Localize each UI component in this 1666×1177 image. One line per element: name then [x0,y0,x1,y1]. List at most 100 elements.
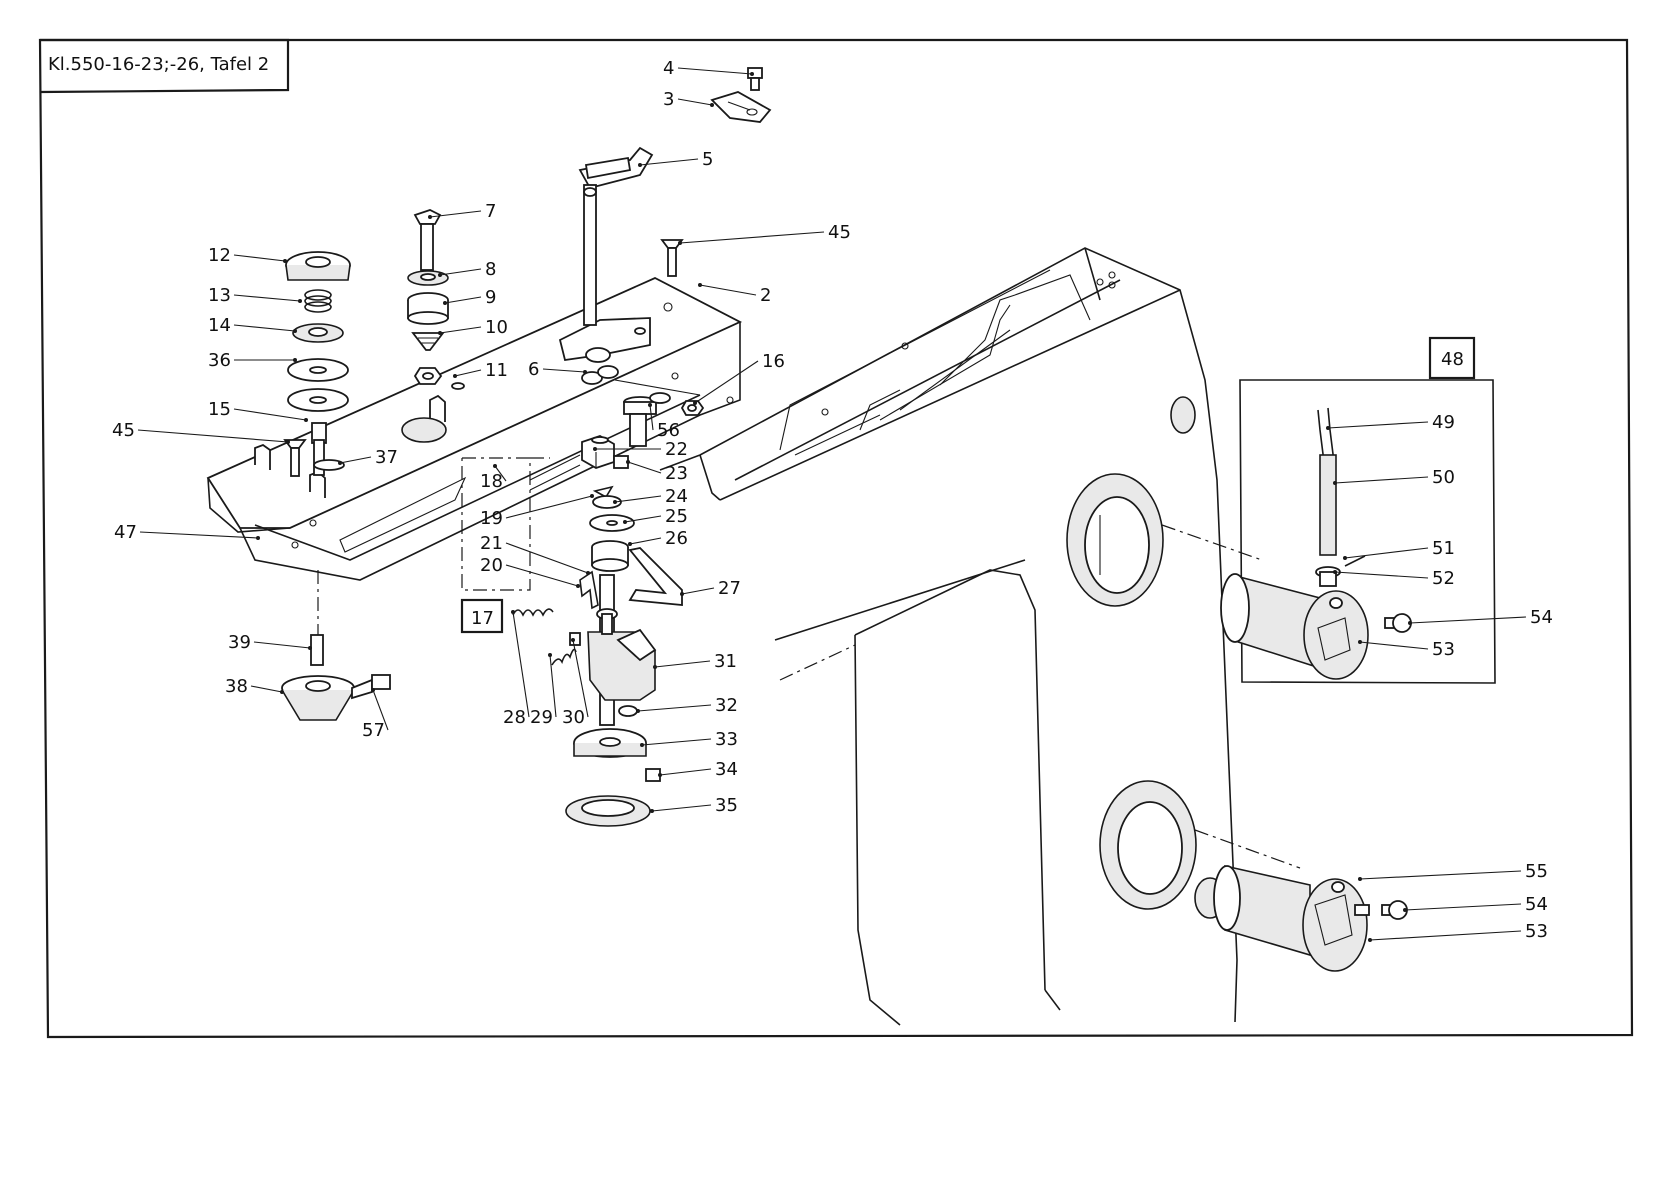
callout-c36: 36 [208,350,297,371]
part-number-label: 20 [480,555,503,576]
part-53-bobbin-lower [1213,865,1368,972]
part-number-label: 38 [225,676,248,697]
leader-line [339,456,372,464]
leader-arrow [438,273,442,277]
leader-line [439,268,482,276]
part-number-label: 52 [1432,568,1455,589]
callout-c11: 11 [453,360,508,381]
leader-arrow [571,638,575,642]
leader-arrow [640,743,644,747]
leader-line [679,231,825,244]
leader-line [549,654,557,718]
leader-arrow [626,460,630,464]
part-14-washer [292,323,344,343]
part-10-spring [411,332,445,351]
part-16-nut [680,400,705,416]
drawing-border [38,38,1634,1039]
leader-arrow [653,665,657,669]
part-24-ring [592,485,622,509]
part-6-nut [581,365,619,385]
part-number-label: 54 [1525,894,1548,915]
part-34-screw [645,768,661,782]
callout-c27: 27 [680,578,741,599]
leader-line [659,768,712,776]
leader-line [624,515,662,523]
callout-c13: 13 [208,285,302,306]
part-54-screw-upper [1384,613,1412,633]
callout-c16: 16 [693,351,785,405]
leader-arrow [636,709,640,713]
callout-c8: 8 [438,259,496,280]
leader-arrow [338,461,342,465]
callout-c21: 21 [480,533,590,575]
part-number-label: 47 [114,522,137,543]
part-26-bushing [591,540,629,572]
leader-line [572,639,589,718]
part-22-block [581,435,615,469]
leader-arrow [1408,621,1412,625]
leader-line [1327,421,1429,429]
part-number-label: 25 [665,506,688,527]
part-57-bolt [351,674,391,700]
leader-arrow [1358,877,1362,881]
leader-arrow [293,329,297,333]
callout-c45a: 45 [678,222,851,245]
part-31-hub [587,574,657,726]
callout-c37: 37 [338,447,398,468]
callout-c22: 22 [593,439,688,460]
callout-c35: 35 [650,795,738,816]
callout-c7: 7 [428,201,496,222]
callout-c15: 15 [208,399,308,422]
callout-c53a: 53 [1358,639,1455,660]
part-number-label: 10 [485,317,508,338]
leader-line [699,284,757,296]
callout-c31: 31 [653,651,737,672]
callout-c3: 3 [663,89,714,110]
leader-arrow [283,259,287,263]
leader-arrow [280,690,284,694]
callout-c19: 19 [480,494,594,529]
leader-arrow [443,301,447,305]
part-number-label: 29 [530,707,553,728]
leader-line [505,495,593,519]
leader-arrow [371,688,375,692]
callout-c52: 52 [1333,568,1455,589]
part-29-spring [551,648,577,666]
part-number-label: 53 [1525,921,1548,942]
leader-arrow [304,418,308,422]
part-39-pin [310,634,324,666]
part-number-label: 34 [715,759,738,780]
part-30-pin [569,632,581,646]
part-number-label: 21 [480,533,503,554]
part-52-collar [1315,566,1341,587]
callout-c24: 24 [613,486,688,507]
leader-line [629,537,662,545]
part-number-label: 5 [702,149,713,170]
part-number-label: 51 [1432,538,1455,559]
callout-c10: 10 [438,317,508,338]
part-9-bushing [407,292,449,325]
leader-line [627,461,662,474]
leader-arrow [678,241,682,245]
part-number-label: 30 [562,707,585,728]
callout-c4: 4 [663,58,754,79]
leader-line [505,564,579,587]
leader-line [614,495,662,503]
leader-line [444,296,482,304]
leader-line [1359,641,1429,650]
callout-c30: 30 [562,638,589,728]
leader-arrow [628,542,632,546]
callout-c45b: 45 [112,420,290,444]
part-number-label: 53 [1432,639,1455,660]
leader-arrow [586,571,590,575]
callout-c51: 51 [1343,538,1455,560]
leader-line [233,254,286,262]
leader-arrow [1333,481,1337,485]
part-number-label: 9 [485,287,496,308]
leader-line [439,326,482,334]
leader-line [1369,930,1522,941]
part-32-ring [618,705,638,717]
leader-line [651,804,712,812]
